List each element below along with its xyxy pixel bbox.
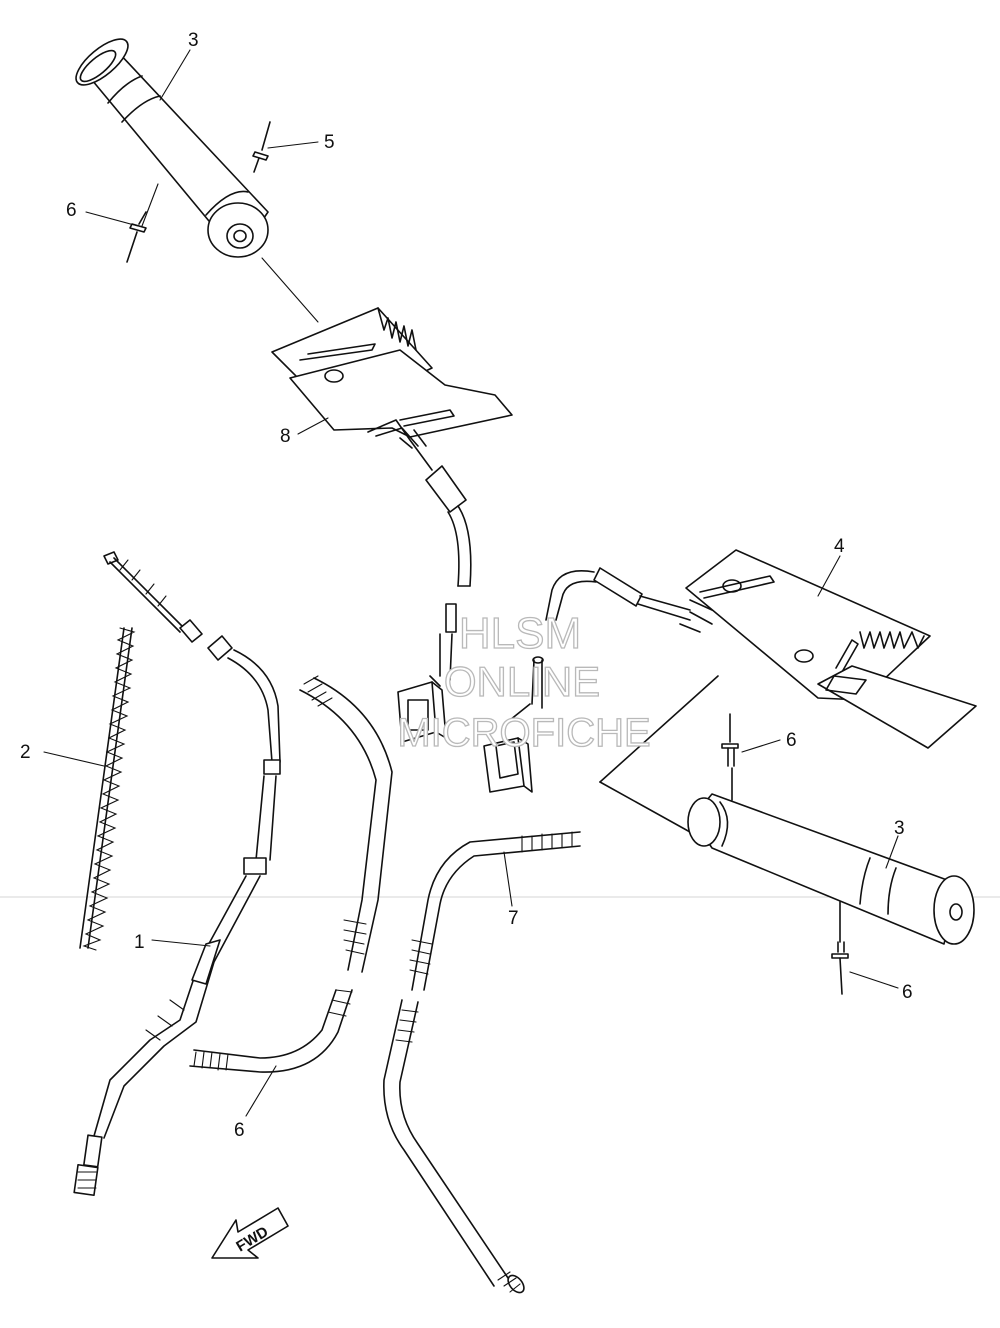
callout-6-top-left: 6 <box>66 200 77 221</box>
grip-right-part[interactable] <box>599 675 975 945</box>
watermark-line-2: ONLINE <box>444 658 600 705</box>
callout-2: 2 <box>20 742 31 763</box>
callout-labels: 3 5 6 8 4 2 6 3 7 1 6 6 <box>20 30 913 1141</box>
callout-3-top: 3 <box>188 30 199 51</box>
grip-heater-left-part[interactable] <box>271 307 513 587</box>
fwd-arrow-icon: FWD <box>211 1207 289 1259</box>
leader-lines <box>43 49 899 1117</box>
watermark-line-1: HLSM <box>459 609 581 658</box>
callout-6-right-upper: 6 <box>786 730 797 751</box>
callout-6-top-right: 5 <box>324 132 335 153</box>
callout-4: 4 <box>834 536 845 557</box>
control-cable-part[interactable] <box>73 551 281 1197</box>
watermark-line-3: MICROFICHE <box>397 711 650 755</box>
rivet-part-4[interactable] <box>831 901 849 995</box>
callout-5: 8 <box>280 426 291 447</box>
connector-left-part[interactable] <box>397 603 457 743</box>
grip-heater-right-part[interactable] <box>545 549 977 749</box>
callout-8: 6 <box>234 1120 245 1141</box>
connector-center-part[interactable] <box>483 656 544 793</box>
callout-3-right: 3 <box>894 818 905 839</box>
callout-1: 1 <box>134 932 145 953</box>
grip-left-part[interactable] <box>69 31 319 323</box>
cable-guide-right-part[interactable] <box>383 831 581 1296</box>
watermark: HLSM ONLINE MICROFICHE <box>397 608 652 755</box>
callout-6-right-lower: 6 <box>902 982 913 1003</box>
rivet-part-1[interactable] <box>252 121 271 173</box>
protector-spring-part[interactable] <box>79 627 136 951</box>
rivet-part-2[interactable] <box>126 211 147 263</box>
callout-7: 7 <box>508 908 519 929</box>
cable-guide-left-part[interactable] <box>189 675 393 1073</box>
rivet-part-3[interactable] <box>721 713 739 801</box>
